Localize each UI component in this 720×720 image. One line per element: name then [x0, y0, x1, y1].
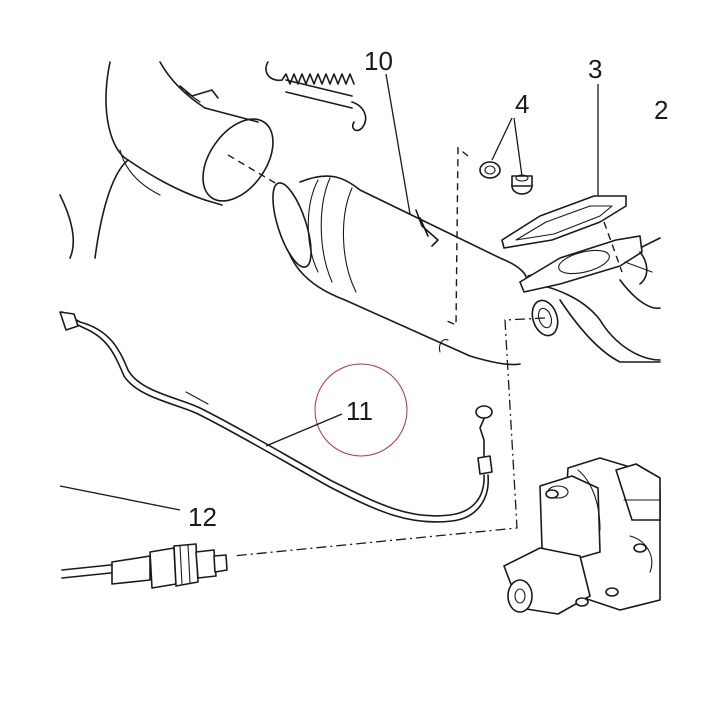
gasket-3 — [501, 195, 627, 249]
callout-12: 12 — [188, 502, 217, 532]
main-exhaust-pipe — [272, 175, 527, 366]
sensor-cable-11 — [59, 311, 493, 523]
callout-highlight-circle — [314, 363, 408, 457]
callout-4: 4 — [515, 89, 529, 119]
callout-3: 3 — [588, 54, 602, 84]
callout-2: 2 — [654, 95, 668, 125]
leader-11 — [265, 413, 343, 447]
alignment-dashdot-sensor — [232, 317, 546, 557]
upper-pipe-section — [59, 61, 274, 259]
oxygen-sensor-12 — [61, 543, 228, 589]
pipe-clamp-upper — [179, 85, 219, 103]
leader-4b — [513, 117, 523, 177]
pipe-clamp-10 — [415, 209, 439, 247]
leader-4a — [491, 117, 513, 161]
leader-10 — [385, 73, 411, 215]
callout-11: 11 — [346, 396, 373, 426]
alignment-dash-bolts — [444, 146, 469, 327]
nut-washer-4 — [479, 161, 533, 195]
leader-12 — [59, 485, 181, 511]
right-pipe-bend — [519, 235, 661, 363]
tension-spring — [265, 61, 367, 132]
actuator-assembly — [503, 457, 661, 615]
callout-10: 10 — [364, 46, 393, 76]
